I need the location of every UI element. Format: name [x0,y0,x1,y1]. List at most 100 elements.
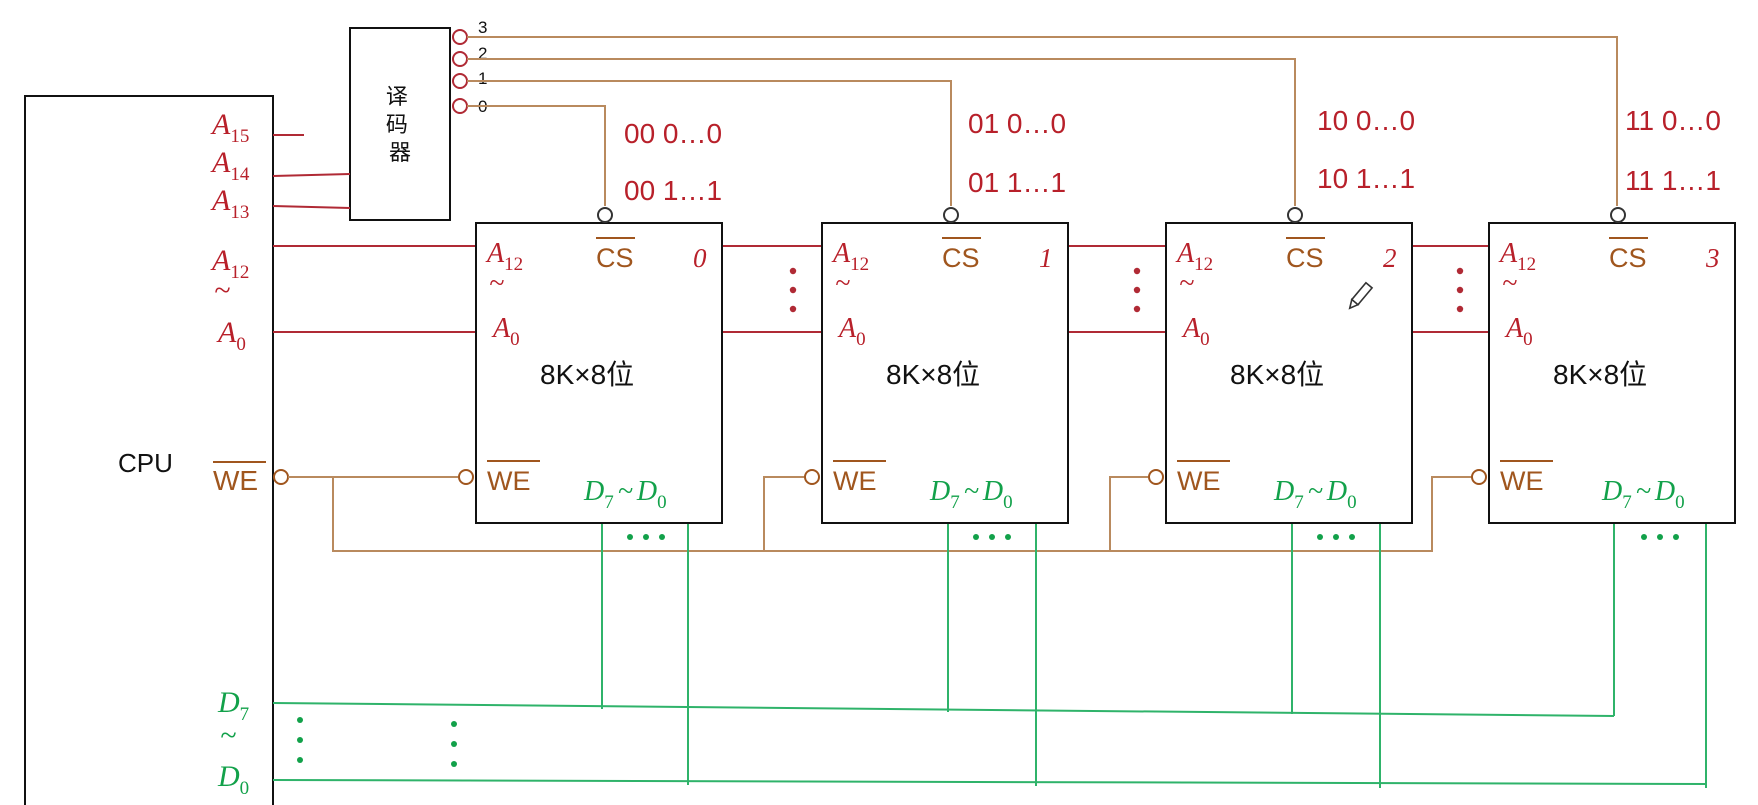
wire-we-chip2 [1109,476,1148,551]
decoder-box [349,27,451,221]
addr-dot-23-b [1456,286,1464,294]
decoder-out-3-bubble [452,29,468,45]
addr-dot-12-c [1133,305,1141,313]
chip-addr-high: 10 1…1 [1317,163,1415,194]
chip-data-label: D7~D0 [583,476,667,513]
wire-cs-3 [467,36,1618,206]
chip-index: 0 [693,243,707,273]
chip-cs-bubble [597,207,613,223]
wire-a14 [272,173,351,177]
cpu-pin-d-tilde: ~ [220,719,236,752]
decoder-char-2: 码 [386,112,408,137]
wire-a13 [272,205,351,209]
chip-addr-high: 11 1…1 [1625,165,1721,196]
cpu-pin-we: WE [213,465,258,496]
chip-addr-low: 10 0…0 [1317,105,1415,136]
decoder-char-3: 器 [389,140,411,165]
chip-tilde-label: ~ [489,268,504,299]
chip-a0-label: A0 [837,313,866,350]
chip-a0-label: A0 [1504,313,1533,350]
decoder-out-1-label: 1 [478,69,487,88]
addr-dot-23-c [1456,305,1464,313]
chip-cs-bubble [1610,207,1626,223]
wire-cs-1 [467,80,952,206]
cpu-pin-d7: D7 [217,686,249,725]
chip-capacity: 8K×8位 [540,359,634,390]
chip-index: 1 [1039,243,1053,273]
chip-capacity: 8K×8位 [1230,359,1324,390]
chip-tilde-label: ~ [1179,268,1194,299]
chip-we-bubble [1148,469,1164,485]
chip-index: 3 [1705,243,1720,273]
cpu-label: CPU [118,448,173,478]
chip-data-label: D7~D0 [929,476,1013,513]
chip-cs-bubble [1287,207,1303,223]
data-dot-chip3-a [1641,534,1647,540]
chip-tilde-label: ~ [835,268,850,299]
chip-box [475,222,723,524]
cpu-pin-a15: A15 [210,108,249,147]
chip-we-label: WE [1177,466,1221,496]
cpu-box [24,95,274,805]
chip-cs-label: CS [1609,243,1647,273]
memory-chip-2: A12 ~ A0 CS 2 8K×8位 WE D7~D0 10 0…0 10 1… [1148,105,1415,524]
addr-dot-12-a [1133,267,1141,275]
chip-a12-label: A12 [485,238,523,275]
decoder-label: 译 码 器 [386,84,414,165]
data-dot-mid-a [451,721,457,727]
chip-addr-high: 01 1…1 [968,167,1066,198]
wire-we-chip1 [763,476,804,551]
data-dot-chip0-b [643,534,649,540]
decoder-out-1-bubble [452,73,468,89]
addr-dot-01-b [789,286,797,294]
chip-data-label: D7~D0 [1273,476,1357,513]
cpu-pin-a14: A14 [210,146,250,185]
wire-cs-2 [467,58,1296,206]
chip-a12-label: A12 [1175,238,1213,275]
data-dot-chip1-b [989,534,995,540]
chip-box [821,222,1069,524]
addr-dot-23-a [1456,267,1464,275]
decoder-char-1: 译 [386,84,408,109]
data-dot-chip2-a [1317,534,1323,540]
chip-a0-label: A0 [491,313,520,350]
data-dot-mid-c [451,761,457,767]
data-dot-chip0-c [659,534,665,540]
chip-data-label: D7~D0 [1601,476,1685,513]
data-dot-cpu-c [297,757,303,763]
chip-we-label: WE [833,466,877,496]
addr-dot-12-b [1133,286,1141,294]
data-dot-chip1-a [973,534,979,540]
cpu-pin-tilde: ~ [214,274,230,307]
cpu-we-bubble [273,469,289,485]
data-dot-chip0-a [627,534,633,540]
data-dot-chip3-b [1657,534,1663,540]
wire-d0-bus [272,779,1707,785]
data-dot-mid-b [451,741,457,747]
addr-dot-01-c [789,305,797,313]
chip-capacity: 8K×8位 [1553,359,1647,390]
chip-we-label: WE [487,466,531,496]
chip-cs-bubble [943,207,959,223]
wire-cs-0 [467,105,606,206]
chip-cs-label: CS [942,243,980,273]
data-dot-chip1-c [1005,534,1011,540]
chip-addr-low: 00 0…0 [624,118,722,149]
chip-box [1488,222,1736,524]
chip-index: 2 [1383,243,1397,273]
cpu-pin-a0: A0 [216,316,246,355]
chip-we-bubble [458,469,474,485]
chip-we-label: WE [1500,466,1544,496]
chip-we-bubble [804,469,820,485]
cpu-pin-a13: A13 [210,184,249,223]
chip-addr-low: 11 0…0 [1625,105,1721,136]
decoder-out-3-label: 3 [478,18,487,37]
wire-d7-bus [272,702,1615,717]
cpu-pin-d0: D0 [217,760,249,799]
data-dot-cpu-a [297,717,303,723]
chip-box [1165,222,1413,524]
cpu-pin-a12: A12 [210,244,249,283]
data-dot-chip3-c [1673,534,1679,540]
decoder-out-2-label: 2 [478,44,487,63]
